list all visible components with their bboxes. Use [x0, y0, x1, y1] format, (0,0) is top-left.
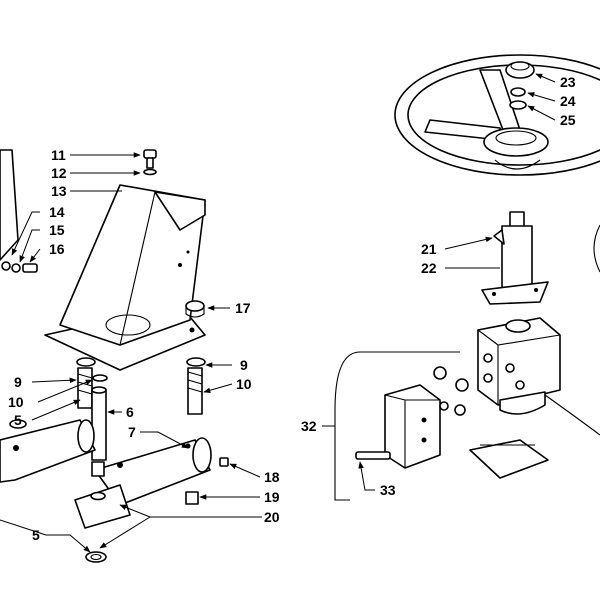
callout-12: 12 — [51, 165, 67, 181]
callout-labels: 11 12 13 14 15 16 17 9 10 5 6 7 9 10 18 … — [8, 74, 576, 543]
hydraulic-cylinder-right — [74, 437, 212, 529]
pivot-pin-left — [76, 357, 108, 409]
callout-21: 21 — [421, 241, 437, 257]
pivot-pin-right — [186, 357, 206, 415]
callout-22: 22 — [421, 260, 437, 276]
callout-17: 17 — [235, 300, 251, 316]
leader-lines — [0, 73, 556, 553]
callout-32: 32 — [301, 418, 317, 434]
hydraulic-cylinder-left — [0, 419, 96, 483]
callout-33: 33 — [380, 482, 396, 498]
valve-bracket-group — [334, 351, 549, 501]
callout-20: 20 — [264, 509, 280, 525]
callout-19: 19 — [264, 489, 280, 505]
bushing — [185, 300, 205, 318]
grease-nipple — [219, 457, 229, 467]
steering-valve — [477, 317, 600, 436]
long-pin — [91, 386, 107, 461]
callout-10-right: 10 — [236, 376, 252, 392]
callout-6: 6 — [126, 404, 134, 420]
callout-18: 18 — [264, 469, 280, 485]
small-bushings — [9, 419, 199, 563]
side-bracket-partial — [0, 149, 38, 273]
callout-9-right: 9 — [240, 357, 248, 373]
callout-5-lower: 5 — [32, 527, 40, 543]
callout-15: 15 — [49, 222, 65, 238]
callout-24: 24 — [560, 93, 576, 109]
callout-25: 25 — [560, 112, 576, 128]
steering-column-shaft — [481, 211, 549, 305]
callout-14: 14 — [49, 204, 65, 220]
callout-5-upper: 5 — [14, 412, 22, 428]
top-bolt — [143, 149, 157, 176]
callout-7: 7 — [128, 424, 136, 440]
column-support-bracket — [44, 184, 206, 371]
callout-23: 23 — [560, 74, 576, 90]
callout-16: 16 — [49, 241, 65, 257]
callout-9-left: 9 — [14, 374, 22, 390]
callout-11: 11 — [51, 147, 66, 163]
horn-cap-and-nuts — [505, 61, 535, 110]
callout-10-left: 10 — [8, 394, 24, 410]
callout-13: 13 — [51, 183, 67, 199]
partial-part-right — [593, 224, 600, 273]
steering-wheel — [394, 54, 600, 176]
